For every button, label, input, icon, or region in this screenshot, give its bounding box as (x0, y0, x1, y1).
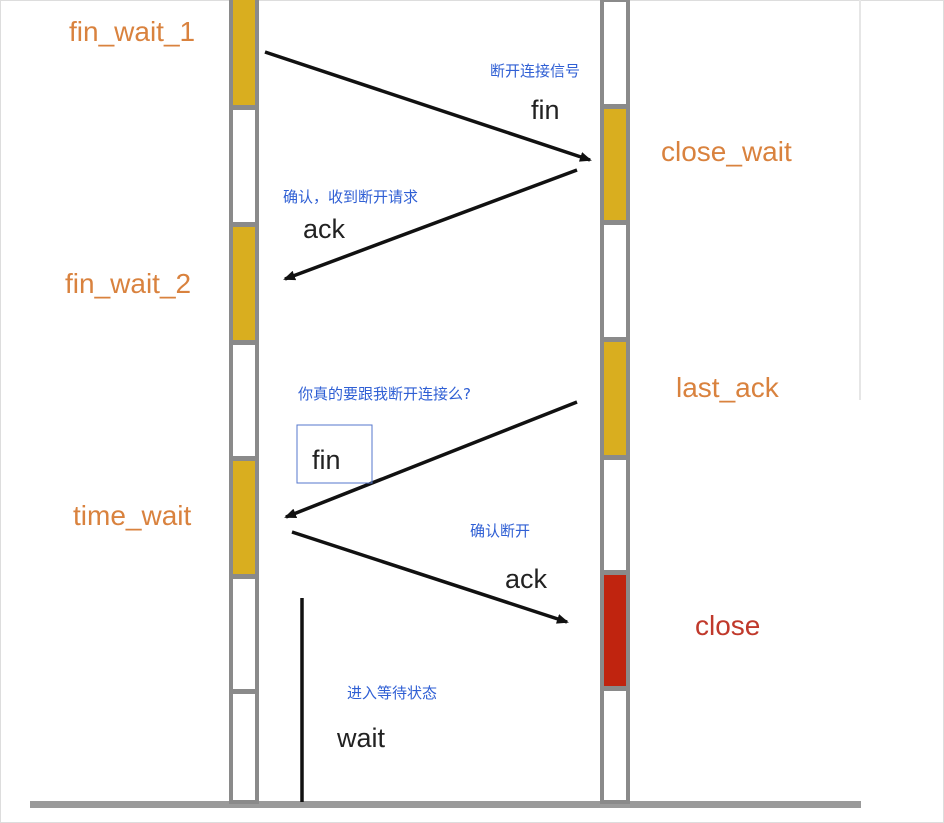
highlight-box-fin-2 (296, 424, 373, 484)
arrow-fin-2 (284, 400, 578, 519)
label-fin-2: fin (312, 445, 341, 475)
note-fin-1: 断开连接信号 (490, 62, 580, 80)
server-lifeline (600, 0, 630, 804)
state-close-wait: close_wait (661, 136, 792, 167)
client-separator (233, 222, 255, 227)
client-separator (233, 456, 255, 461)
note-fin-2: 你真的要跟我断开连接么? (298, 385, 471, 403)
server-segment-close-wait (604, 109, 626, 220)
client-separator (233, 689, 255, 694)
client-separator (233, 105, 255, 110)
state-fin-wait-2: fin_wait_2 (65, 268, 191, 299)
client-segment-fin-wait-1 (233, 0, 255, 105)
server-separator (604, 455, 626, 460)
note-ack-1: 确认，收到断开请求 (283, 188, 418, 206)
client-segment-fin-wait-2 (233, 227, 255, 340)
state-close: close (695, 610, 760, 641)
note-ack-2: 确认断开 (470, 522, 530, 540)
label-wait: wait (336, 723, 386, 753)
client-lifeline (229, 0, 259, 804)
client-lifeline-track (229, 0, 259, 804)
label-ack-2: ack (505, 564, 548, 594)
server-separator (604, 686, 626, 691)
label-ack-1: ack (303, 214, 346, 244)
state-time-wait: time_wait (73, 500, 191, 531)
state-last-ack: last_ack (676, 372, 780, 403)
server-segment-last-ack (604, 342, 626, 455)
arrow-ack-2 (291, 530, 569, 624)
client-segment-time-wait (233, 461, 255, 574)
server-separator (604, 337, 626, 342)
server-separator (604, 570, 626, 575)
client-separator (233, 574, 255, 579)
state-fin-wait-1: fin_wait_1 (69, 16, 195, 47)
bottom-rule (30, 801, 861, 808)
server-separator (604, 104, 626, 109)
arrow-ack-1 (283, 168, 578, 281)
server-segment-close (604, 575, 626, 686)
client-separator (233, 340, 255, 345)
note-wait: 进入等待状态 (347, 684, 437, 702)
server-separator (604, 220, 626, 225)
arrow-fin-1 (264, 50, 592, 162)
label-fin-1: fin (531, 95, 560, 125)
